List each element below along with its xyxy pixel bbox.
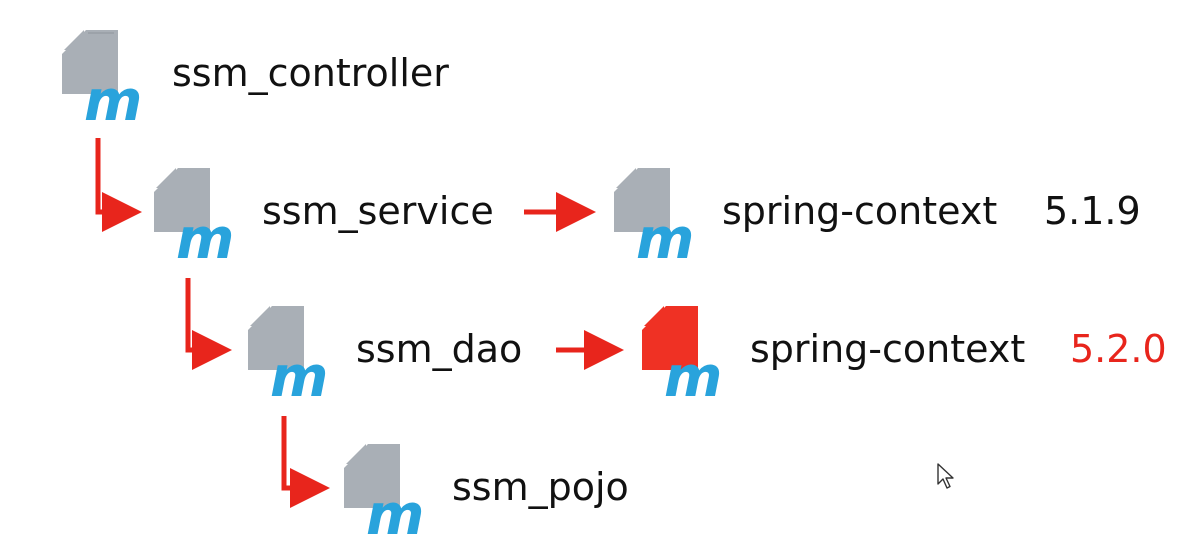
- mouse-cursor-icon: [937, 463, 954, 489]
- arrow-dao-to-pojo: [281, 416, 330, 508]
- version-label-conflict: 5.2.0: [1070, 327, 1167, 371]
- svg-text:m: m: [84, 69, 142, 124]
- svg-text:m: m: [636, 207, 694, 262]
- maven-module-icon: m: [154, 168, 234, 262]
- node-label-ssm-pojo: ssm_pojo: [452, 465, 629, 509]
- node-label-spring-context-conflict: spring-context: [750, 327, 1026, 371]
- node-label-ssm-controller: ssm_controller: [172, 51, 449, 95]
- svg-text:m: m: [366, 483, 424, 538]
- svg-text:m: m: [270, 345, 328, 400]
- maven-module-icon: m: [62, 30, 142, 124]
- node-label-ssm-service: ssm_service: [262, 189, 494, 233]
- node-label-ssm-dao: ssm_dao: [356, 327, 523, 371]
- maven-module-icon: m: [248, 306, 328, 400]
- arrow-service-to-dao: [185, 278, 232, 370]
- svg-text:m: m: [176, 207, 234, 262]
- maven-module-conflict-icon: m: [642, 306, 722, 400]
- maven-module-icon: m: [344, 444, 424, 538]
- node-label-spring-context: spring-context: [722, 189, 998, 233]
- arrow-controller-to-service: [95, 138, 142, 232]
- version-label: 5.1.9: [1044, 189, 1141, 233]
- maven-module-icon: m: [614, 168, 694, 262]
- svg-text:m: m: [664, 345, 722, 400]
